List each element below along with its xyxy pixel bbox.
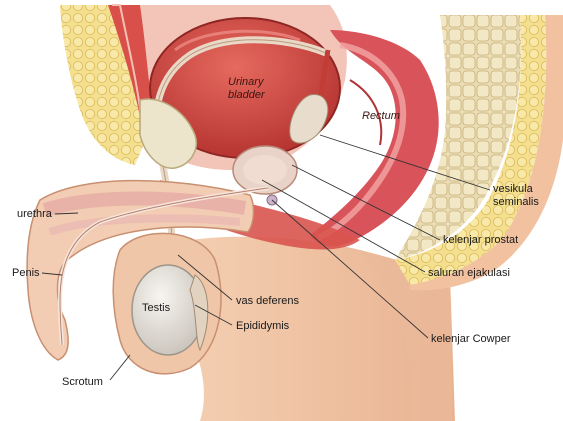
rectum: [310, 30, 439, 247]
urethra-label: urethra: [17, 208, 52, 220]
ureter: [317, 49, 331, 101]
kelenjar-prostat-label: kelenjar prostat: [443, 234, 519, 246]
rectum-label: Rectum: [362, 110, 400, 122]
epididymis-label: Epididymis: [236, 320, 290, 332]
vesikula-seminalis-label-2: seminalis: [493, 196, 539, 208]
saluran-ejakulasi-label: saluran ejakulasi: [428, 267, 510, 279]
testis-label: Testis: [142, 302, 171, 314]
sacrum: [395, 15, 522, 260]
vesikula-seminalis-label-1: vesikula: [493, 183, 533, 195]
scrotum-label: Scrotum: [62, 376, 103, 388]
leader-lines: [41, 134, 491, 381]
epididymis-shape: [189, 274, 209, 352]
urinary-bladder-label-1: Urinary: [228, 76, 264, 88]
penis-label: Penis: [12, 267, 40, 279]
vas-deferens-label: vas deferens: [236, 295, 299, 307]
back-fat: [395, 15, 547, 285]
pubic-bone: [139, 98, 197, 169]
seminal-vesicle-shape: [289, 94, 329, 144]
body-skin: [150, 236, 455, 421]
back-skin: [410, 15, 563, 291]
kelenjar-cowper-label: kelenjar Cowper: [431, 333, 511, 345]
urinary-bladder-label-2: bladder: [228, 89, 265, 101]
body-shadow: [360, 250, 452, 421]
